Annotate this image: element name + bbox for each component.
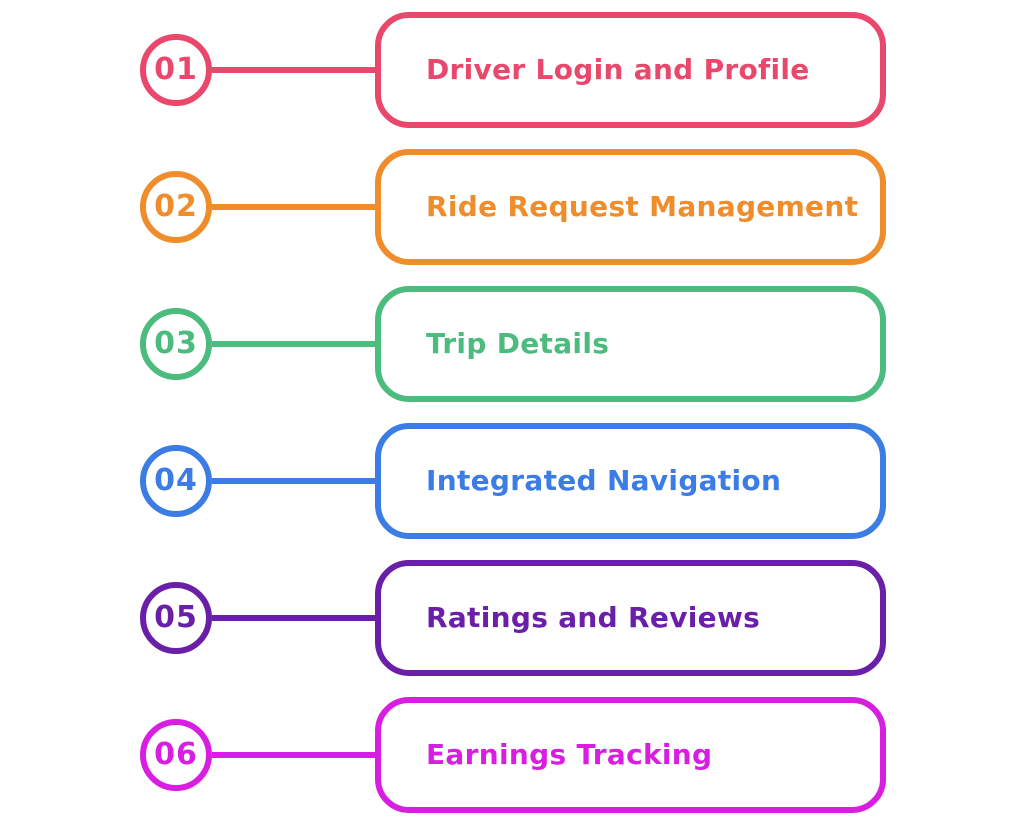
feature-label-4: Integrated Navigation: [426, 464, 782, 498]
step-number-badge-1: 01: [140, 34, 212, 106]
feature-box-3: Trip Details: [375, 286, 886, 402]
feature-diagram: 01 Driver Login and Profile 02 Ride Requ…: [140, 12, 1024, 813]
feature-label-5: Ratings and Reviews: [426, 601, 761, 635]
feature-row-1: 01 Driver Login and Profile: [140, 12, 1024, 128]
connector-line-1: [212, 67, 375, 73]
feature-label-2: Ride Request Management: [426, 190, 859, 224]
feature-box-1: Driver Login and Profile: [375, 12, 886, 128]
step-number-badge-5: 05: [140, 582, 212, 654]
feature-row-2: 02 Ride Request Management: [140, 149, 1024, 265]
feature-box-4: Integrated Navigation: [375, 423, 886, 539]
connector-line-2: [212, 204, 375, 210]
step-number-badge-2: 02: [140, 171, 212, 243]
connector-line-4: [212, 478, 375, 484]
step-number-4: 04: [154, 463, 198, 498]
step-number-6: 06: [154, 737, 198, 772]
connector-line-3: [212, 341, 375, 347]
feature-label-1: Driver Login and Profile: [426, 53, 810, 87]
step-number-badge-3: 03: [140, 308, 212, 380]
feature-label-6: Earnings Tracking: [426, 738, 713, 772]
feature-row-3: 03 Trip Details: [140, 286, 1024, 402]
step-number-badge-6: 06: [140, 719, 212, 791]
feature-row-4: 04 Integrated Navigation: [140, 423, 1024, 539]
step-number-1: 01: [154, 52, 198, 87]
step-number-2: 02: [154, 189, 198, 224]
step-number-5: 05: [154, 600, 198, 635]
connector-line-5: [212, 615, 375, 621]
feature-box-6: Earnings Tracking: [375, 697, 886, 813]
connector-line-6: [212, 752, 375, 758]
step-number-badge-4: 04: [140, 445, 212, 517]
feature-row-5: 05 Ratings and Reviews: [140, 560, 1024, 676]
feature-row-6: 06 Earnings Tracking: [140, 697, 1024, 813]
feature-label-3: Trip Details: [426, 327, 610, 361]
feature-box-5: Ratings and Reviews: [375, 560, 886, 676]
step-number-3: 03: [154, 326, 198, 361]
feature-box-2: Ride Request Management: [375, 149, 886, 265]
